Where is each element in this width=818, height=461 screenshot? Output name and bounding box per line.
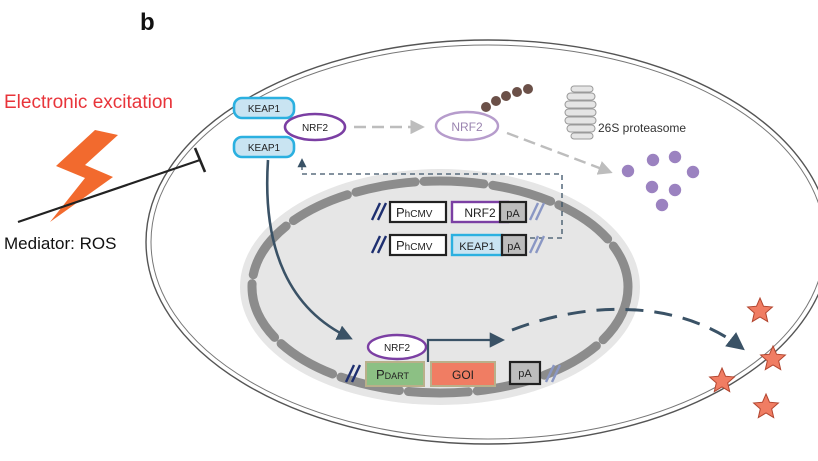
- reporter-nrf2-oval: [366, 333, 428, 361]
- keap1-box-top: [232, 96, 296, 120]
- nucleus: [240, 169, 640, 405]
- construct2-polya-label: pA: [507, 241, 521, 253]
- transcription-start-arrow: [426, 332, 506, 362]
- nrf2-bound-oval: [283, 112, 347, 142]
- cell-membrane-inner: [150, 44, 818, 440]
- mediator-label: Mediator: ROS: [4, 234, 116, 253]
- star-icon: [708, 366, 736, 393]
- panel-label: b: [140, 9, 155, 36]
- construct1-promoter-label: PhCMV: [396, 205, 433, 220]
- keap1-box-bottom: [232, 135, 296, 159]
- dna-strand-2: [370, 235, 546, 254]
- construct2-promoter-label: PhCMV: [396, 238, 433, 253]
- dna-strand-1: [370, 202, 546, 221]
- construct1-gene-label: NRF2: [464, 206, 496, 220]
- nrf2-bound-label: NRF2: [302, 123, 329, 134]
- construct1-promoter-box: [388, 200, 448, 224]
- construct2-promoter-box: [388, 233, 448, 257]
- construct2-polya-box: [500, 233, 528, 257]
- nrf2-translocation-arrow: [265, 159, 353, 340]
- nrf2-free-oval: [434, 110, 500, 142]
- dna-strand-reporter: [344, 364, 562, 383]
- keap1-top-label: KEAP1: [248, 104, 281, 115]
- proteasome-label: 26S proteasome: [598, 121, 686, 135]
- secretion-arrow: [511, 307, 745, 351]
- star-icon: [746, 296, 774, 323]
- reporter-polya-label: pA: [518, 368, 532, 380]
- nuclear-envelope: [247, 176, 633, 398]
- inhibition-bar: [193, 147, 207, 173]
- peptide-fragments-icon: [621, 150, 700, 212]
- reporter-goi-box: [430, 361, 496, 387]
- construct1-polya-label: pA: [506, 208, 520, 220]
- star-icon: [759, 344, 787, 371]
- ros-inhibition-line: [17, 158, 201, 224]
- proteasome-icon: [564, 85, 597, 140]
- cell-membrane-outer: [145, 39, 818, 445]
- lightning-bolt-icon: [50, 130, 118, 222]
- reporter-nrf2-label: NRF2: [384, 343, 411, 354]
- reporter-goi-label: GOI: [452, 368, 474, 382]
- keap1-bottom-label: KEAP1: [248, 143, 281, 154]
- secreted-protein-stars: [708, 296, 787, 419]
- expression-feedback-line: [297, 158, 563, 239]
- reporter-polya-box: [508, 360, 542, 386]
- construct2-gene-label: KEAP1: [459, 241, 494, 253]
- stimulus-label: Electronic excitation: [4, 92, 173, 113]
- reporter-promoter-label: PDART: [376, 367, 410, 382]
- star-icon: [752, 392, 780, 419]
- reporter-promoter-box: [365, 361, 425, 387]
- nrf2-free-label: NRF2: [451, 120, 483, 134]
- ubiquitin-chain-icon: [481, 84, 533, 112]
- degradation-arrow-2: [506, 131, 613, 175]
- construct1-polya-box: [498, 200, 528, 224]
